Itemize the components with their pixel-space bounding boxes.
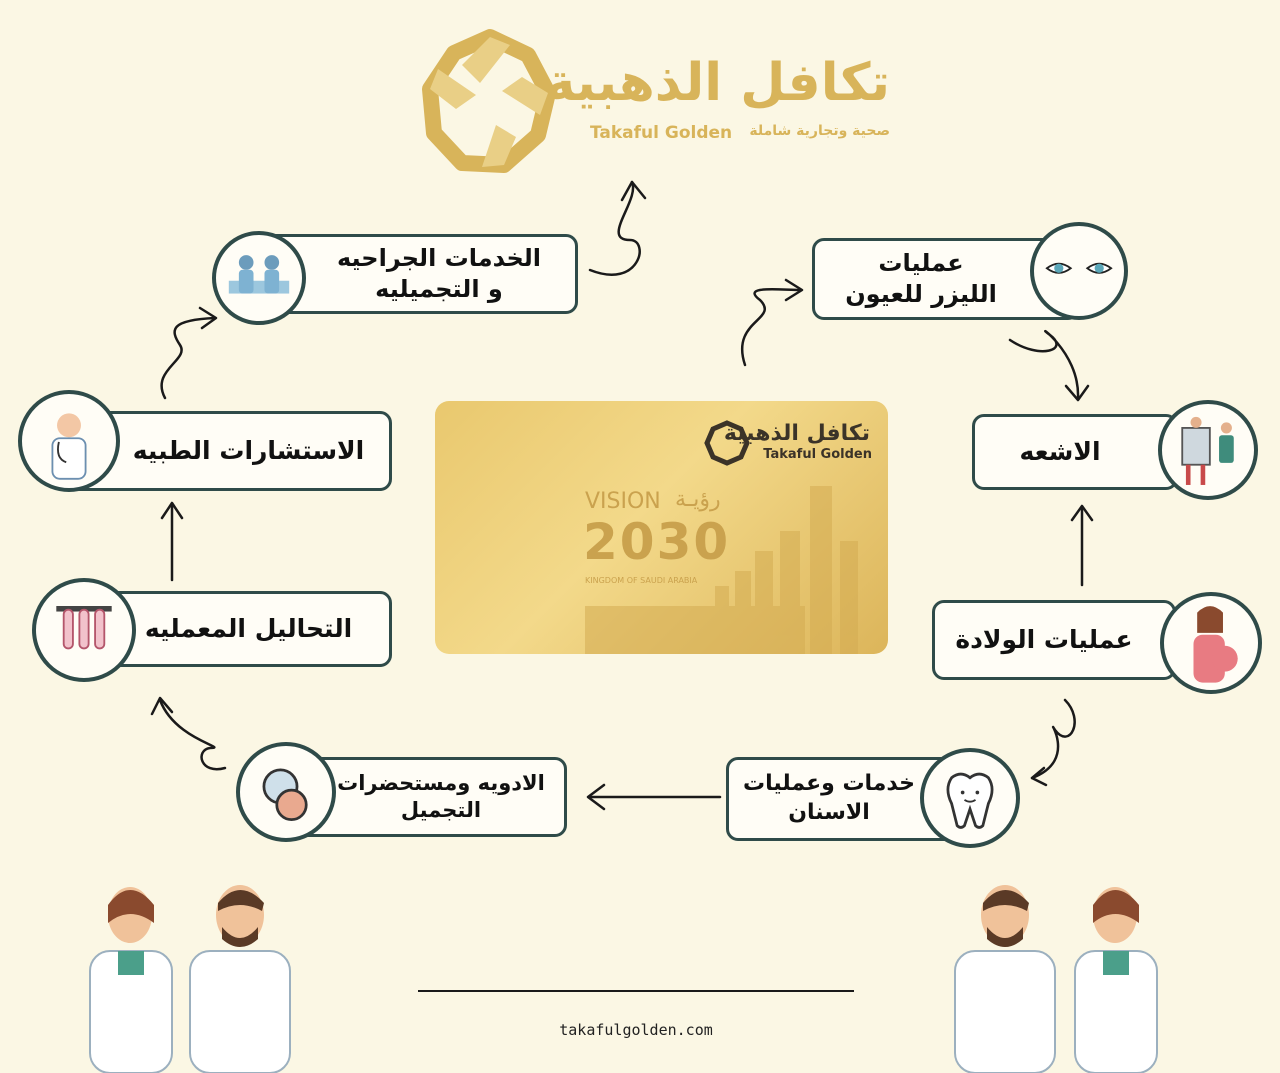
brand-tagline-ar: صحية وتجارية شاملة (749, 123, 890, 139)
test-tubes-icon (32, 578, 136, 682)
card-emblem-icon (704, 420, 750, 466)
footer-divider (418, 990, 854, 992)
doctors-left-icon (89, 885, 291, 1073)
vision-ar: رؤيـة (675, 487, 721, 512)
service-surgery-label: الخدمات الجراحيه و التجميليه (336, 243, 542, 303)
xray-icon (1158, 400, 1258, 500)
brand-name-ar: تكافل الذهبية (544, 53, 890, 113)
tooth-icon (920, 748, 1020, 848)
gold-card: تكافل الذهبية Takaful Golden VISION رؤيـ… (435, 401, 888, 654)
compact-mirror-icon (236, 742, 336, 842)
card-name-en: Takaful Golden (763, 447, 872, 462)
vision-en: VISION (585, 489, 661, 514)
surgeons-icon (212, 231, 306, 325)
doctor-stethoscope-icon (18, 390, 120, 492)
vision-year: 2030 (583, 513, 731, 571)
brand-logo: تكافل الذهبية Takaful Golden صحية وتجاري… (410, 25, 900, 195)
brand-emblem-icon (422, 29, 556, 173)
service-meds-label: الادويه ومستحضرات التجميل (337, 770, 545, 822)
service-dental-label: خدمات وعمليات الاسنان (743, 771, 915, 825)
service-laser-label: عمليات الليزر للعيون (845, 248, 997, 308)
footer-website[interactable]: takafulgolden.com (559, 1021, 713, 1039)
service-lab-label: التحاليل المعمليه (144, 613, 353, 643)
doctors-right-icon (954, 885, 1158, 1073)
service-consult-label: الاستشارات الطبيه (132, 435, 365, 465)
pregnant-woman-icon (1160, 592, 1262, 694)
kingdom-en: KINGDOM OF SAUDI ARABIA (585, 576, 698, 585)
service-xray-label: الاشعه (1019, 436, 1101, 466)
eyes-icon (1030, 222, 1128, 320)
brand-name-en: Takaful Golden (590, 123, 733, 143)
city-skyline-icon (585, 486, 858, 654)
service-birth-label: عمليات الولادة (955, 624, 1133, 654)
